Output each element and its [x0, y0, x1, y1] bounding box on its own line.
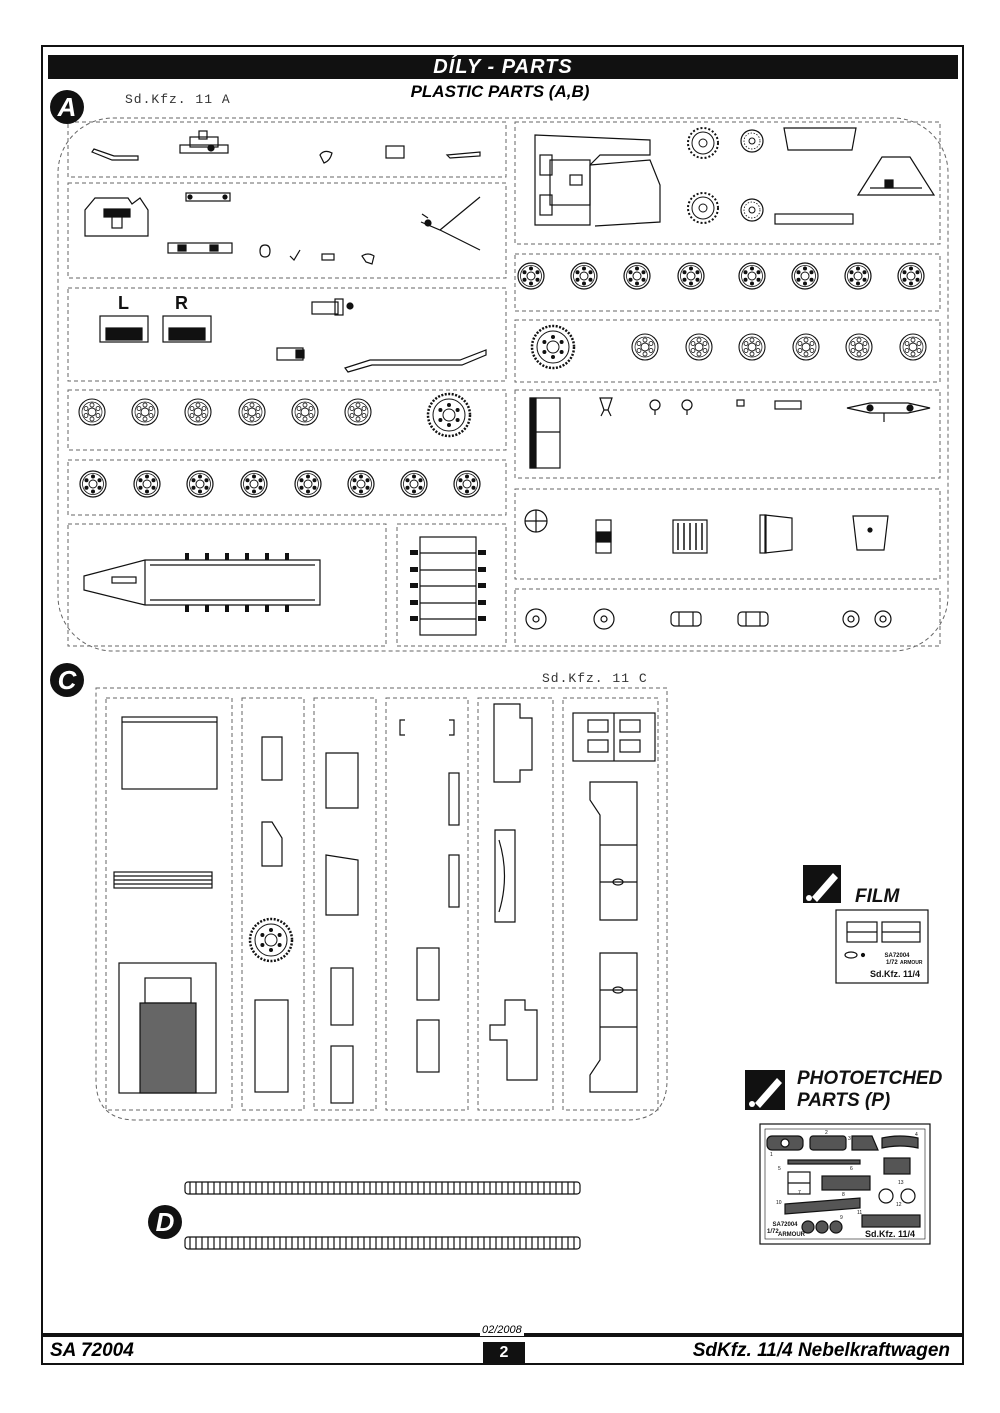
page-number: 2 [483, 1342, 525, 1364]
page-subtitle: PLASTIC PARTS (A,B) [410, 82, 590, 101]
svg-text:12: 12 [896, 1202, 902, 1208]
sprue-a-badge: A [50, 90, 84, 124]
footer-code: SA 72004 [50, 1340, 134, 1361]
svg-text:5: 5 [778, 1166, 781, 1172]
svg-text:11: 11 [857, 1210, 862, 1216]
pe-scale: 1/72 [767, 1229, 779, 1235]
svg-text:6: 6 [850, 1166, 853, 1172]
photoetched-label-2: PARTS (P) [797, 1090, 891, 1111]
svg-text:13: 13 [898, 1180, 904, 1186]
svg-text:7: 7 [798, 1190, 801, 1196]
pe-code: SA72004 [772, 1222, 798, 1228]
svg-text:4: 4 [915, 1132, 918, 1138]
sprue-c-outline [95, 687, 668, 1121]
row-road-wheels-light [78, 392, 472, 438]
svg-text:1: 1 [770, 1152, 773, 1158]
page-frame [41, 45, 964, 1365]
film-icon [803, 865, 841, 903]
film-code: SA72004 [884, 953, 910, 959]
sprue-c-name: Sd.Kfz. 11 C [542, 671, 648, 686]
right-label: R [175, 293, 188, 313]
photoetched-label-1: PHOTOETCHED [797, 1068, 943, 1089]
photoetch-fret [759, 1123, 931, 1245]
row-b-wheels-2 [530, 324, 927, 370]
left-label: L [118, 293, 129, 313]
film-model: Sd.Kfz. 11/4 [870, 969, 920, 979]
row-b-wheels-1 [517, 262, 925, 290]
pe-brand: ARMOUR [778, 1232, 806, 1238]
footer-date: 02/2008 [480, 1324, 524, 1336]
sprue-a-name: Sd.Kfz. 11 A [125, 92, 231, 107]
svg-text:10: 10 [776, 1200, 782, 1206]
film-brand: ARMOUR [900, 960, 923, 966]
pe-model: Sd.Kfz. 11/4 [865, 1229, 915, 1239]
sprue-a-outline [57, 117, 949, 652]
film-scale: 1/72 [886, 960, 898, 966]
svg-text:9: 9 [840, 1215, 843, 1221]
tracks-d [184, 1181, 581, 1250]
page-title: DÍLY - PARTS [48, 55, 958, 79]
pe-part-numbers: 1 2 3 4 5 6 7 8 9 10 11 12 13 [770, 1130, 918, 1221]
svg-text:2: 2 [825, 1130, 828, 1136]
svg-text:8: 8 [842, 1192, 845, 1198]
film-label: FILM [855, 886, 900, 907]
sprue-d-badge: D [148, 1205, 182, 1239]
row-road-wheels-dark [79, 470, 481, 498]
film-sheet [835, 909, 929, 984]
footer-model-name: SdKfz. 11/4 Nebelkraftwagen [692, 1340, 950, 1361]
photoetch-icon [745, 1070, 785, 1110]
sprue-c-badge: C [50, 663, 84, 697]
svg-text:3: 3 [848, 1136, 851, 1142]
